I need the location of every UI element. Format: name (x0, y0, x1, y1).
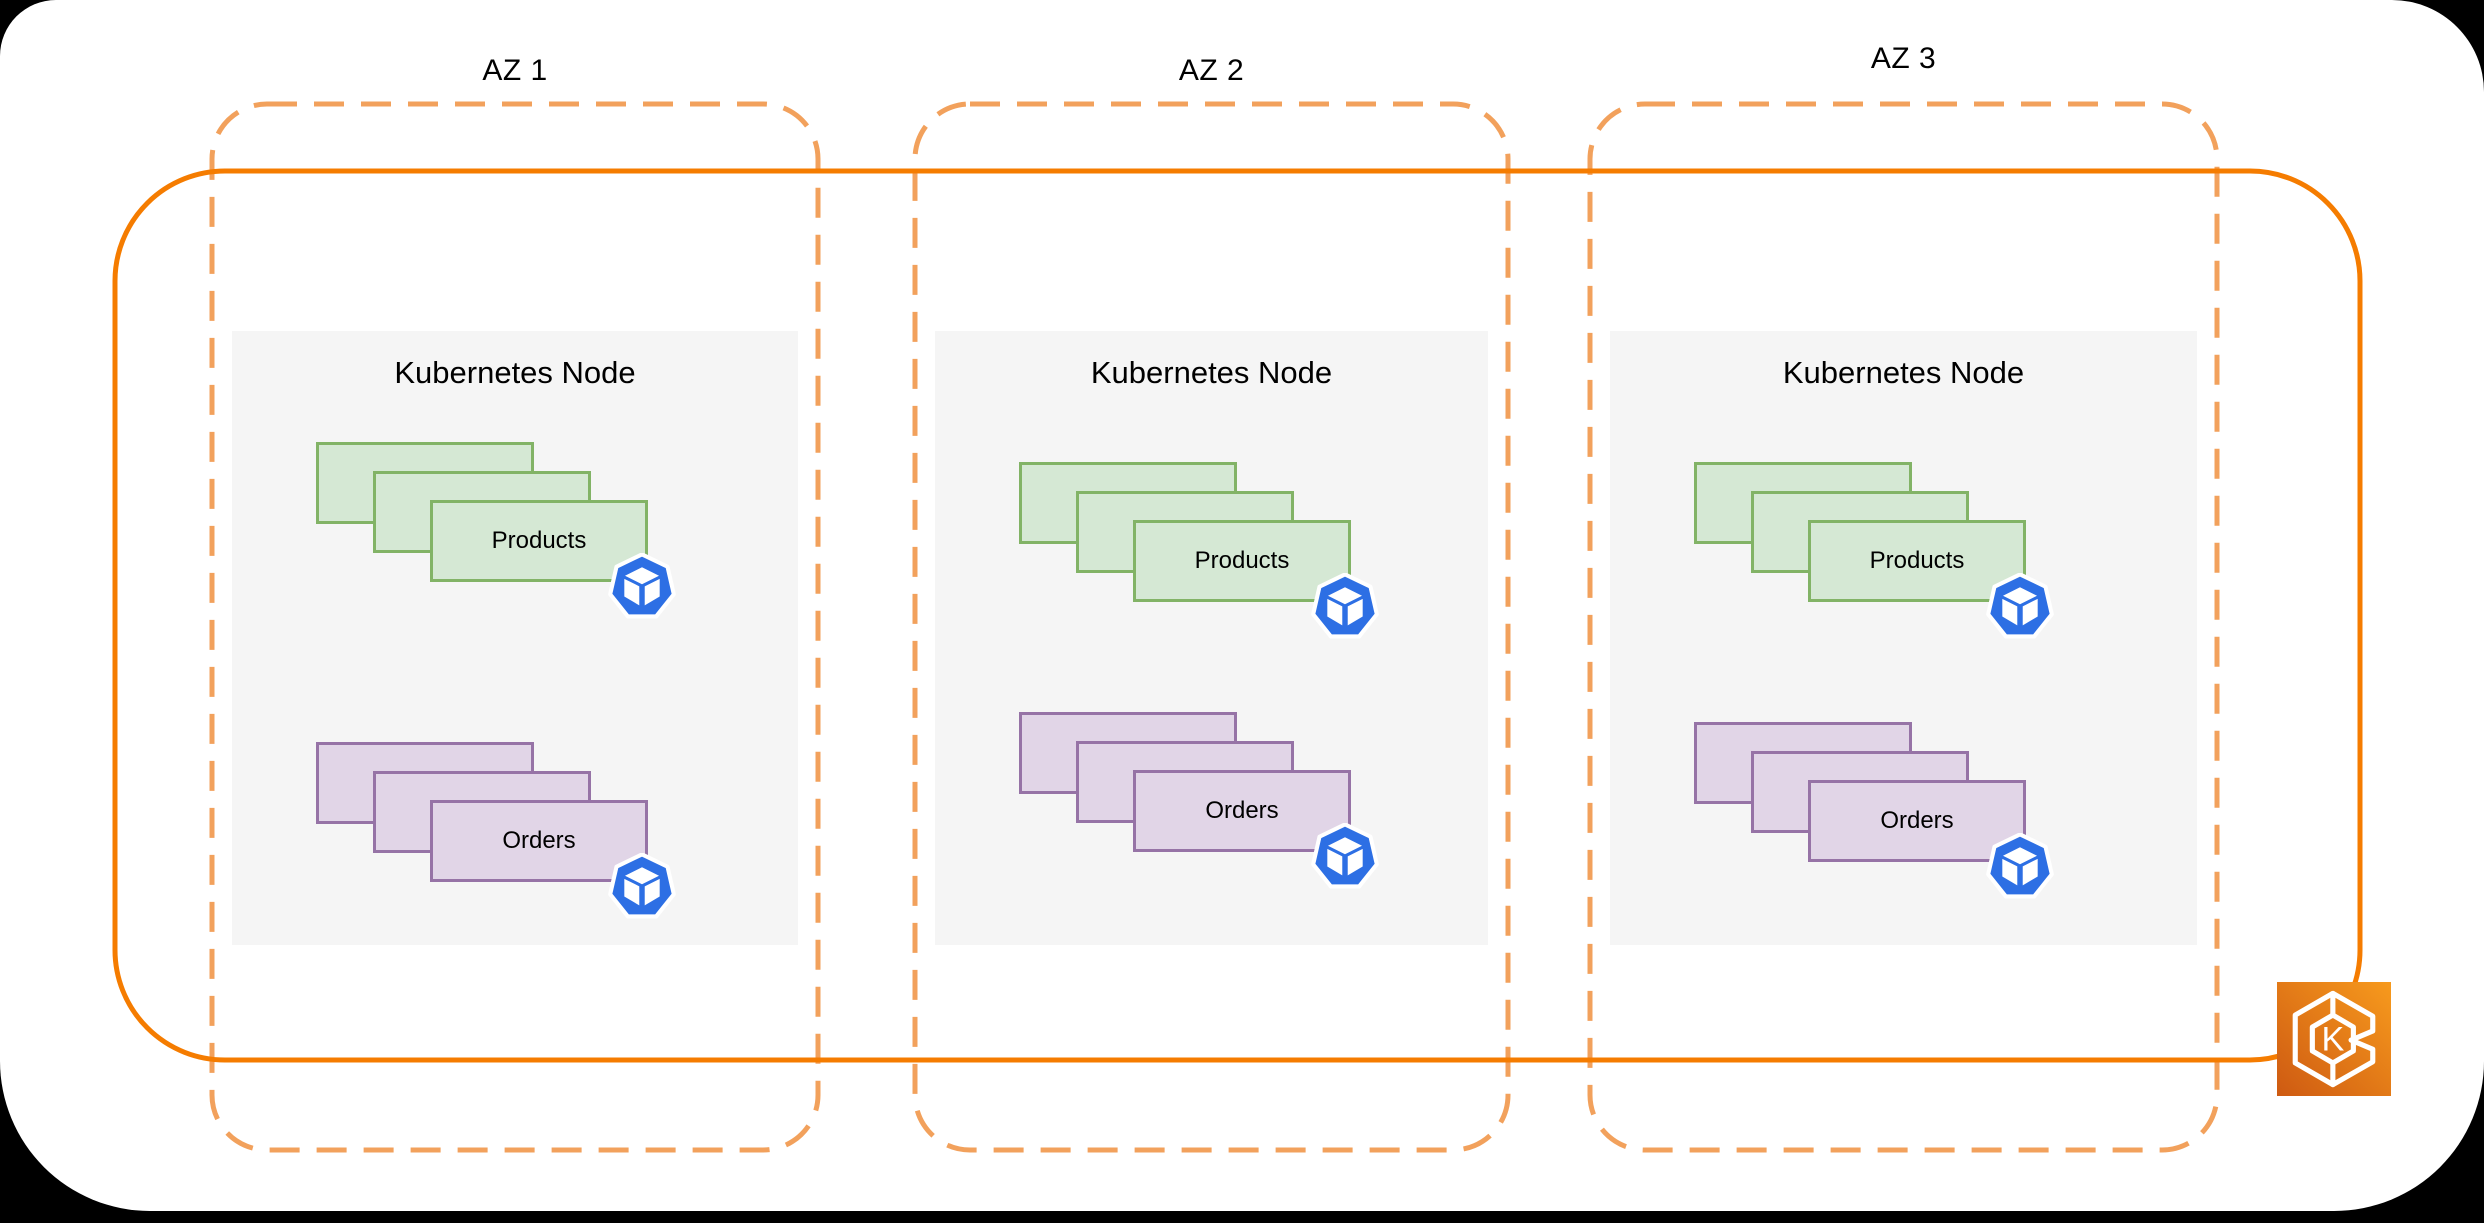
kubernetes-node-box: Kubernetes Node Products Orders (935, 331, 1488, 945)
kubernetes-pod-icon (1986, 833, 2054, 901)
products-label: Products (1869, 547, 1965, 574)
products-replica-card: Products (1133, 520, 1351, 602)
products-deployment-stack: Products (1019, 462, 1379, 662)
kubernetes-pod-icon (1311, 823, 1379, 891)
orders-deployment-stack: Orders (1694, 722, 2054, 922)
orders-deployment-stack: Orders (316, 742, 676, 942)
products-deployment-stack: Products (1694, 462, 2054, 662)
orders-replica-card: Orders (430, 800, 648, 882)
orders-label: Orders (502, 827, 576, 854)
eks-letter: K (2321, 1020, 2344, 1058)
az1-boundary (209, 101, 821, 1153)
az3-label: AZ 3 (1870, 42, 1937, 75)
az1-label: AZ 1 (482, 54, 548, 87)
kubernetes-pod-icon (1986, 573, 2054, 641)
kubernetes-pod-icon (608, 553, 676, 621)
az3-boundary (1587, 101, 2220, 1153)
kubernetes-node-box: Kubernetes Node Products Orders (1610, 331, 2197, 945)
availability-zone-2: AZ 2 Kubernetes Node Products Orders (915, 0, 1508, 1223)
availability-zone-1: AZ 1 Kubernetes Node Products Orders (212, 0, 818, 1223)
kubernetes-node-box: Kubernetes Node Products Orders (232, 331, 798, 945)
az2-boundary (912, 101, 1511, 1153)
kubernetes-pod-icon (1311, 573, 1379, 641)
kubernetes-pod-icon (608, 853, 676, 921)
products-label: Products (1194, 547, 1290, 574)
az2-label: AZ 2 (1178, 54, 1245, 87)
node-title: Kubernetes Node (1090, 355, 1333, 390)
products-replica-card: Products (1808, 520, 2026, 602)
node-title: Kubernetes Node (1782, 355, 2025, 390)
orders-label: Orders (1205, 797, 1279, 824)
orders-label: Orders (1880, 807, 1954, 834)
node-title: Kubernetes Node (394, 355, 636, 390)
products-label: Products (491, 527, 587, 554)
products-deployment-stack: Products (316, 442, 676, 642)
products-replica-card: Products (430, 500, 648, 582)
eks-cluster-boundary (112, 168, 2363, 1063)
availability-zone-3: AZ 3 Kubernetes Node Products Orders (1590, 0, 2217, 1223)
eks-inner-hexagon (2309, 1012, 2356, 1066)
orders-deployment-stack: Orders (1019, 712, 1379, 912)
eks-outer-hexagon-left (2292, 990, 2336, 1088)
orders-replica-card: Orders (1808, 780, 2026, 862)
amazon-eks-icon: K (2277, 982, 2391, 1096)
orders-replica-card: Orders (1133, 770, 1351, 852)
